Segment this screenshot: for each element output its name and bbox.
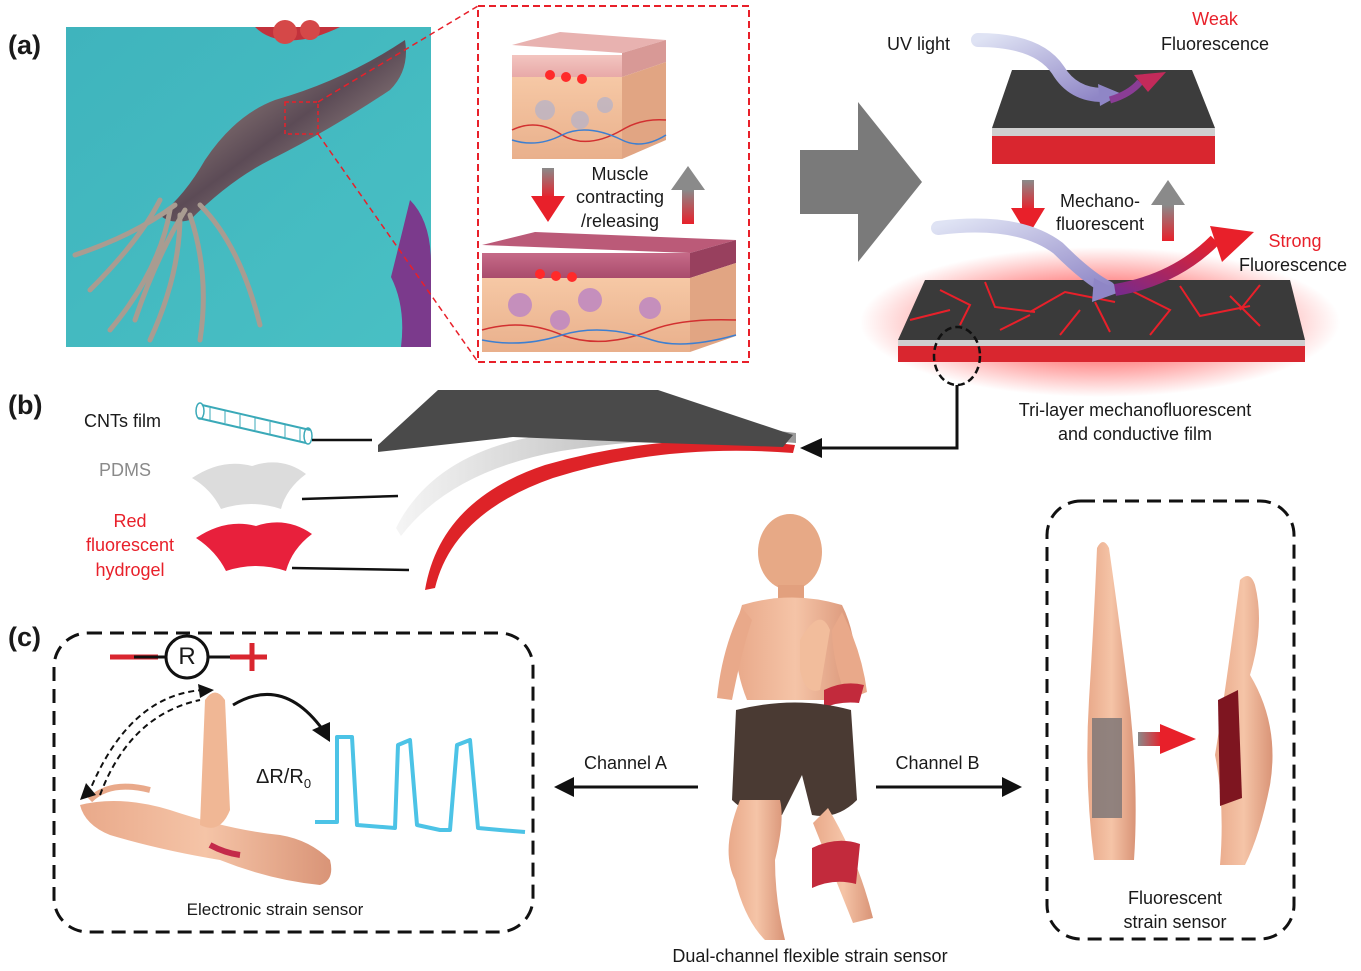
fluorescent-box <box>1045 499 1296 941</box>
muscle-label-3: /releasing <box>580 211 660 231</box>
muscle-label-1: Muscle <box>591 164 649 184</box>
squid-photo <box>66 5 479 363</box>
panel-a-label: (a) <box>8 30 41 60</box>
delta-r-subscript: 0 <box>303 776 312 791</box>
channel-b-label: Channel B <box>895 753 980 773</box>
cnt-tube-icon <box>195 402 313 445</box>
resistor-icon <box>110 634 267 680</box>
muscle-label-2: contracting <box>575 187 665 207</box>
hydrogel-sheet-icon <box>196 522 312 571</box>
strong-label: Strong <box>1268 231 1322 251</box>
film-block-icon <box>800 33 1340 458</box>
uv-light-label: UV light <box>887 34 951 54</box>
hydrogel-label-2: fluorescent <box>85 535 175 555</box>
mechano-label-1: Mechano- <box>1059 191 1141 211</box>
curved-trilayer-film <box>378 390 796 590</box>
fluorescence-label-1: Fluorescence <box>1160 34 1270 54</box>
hydrogel-label-3: hydrogel <box>95 560 165 580</box>
cnts-label: CNTs film <box>84 411 161 431</box>
film-caption-1: Tri-layer mechanofluorescent <box>1018 400 1252 420</box>
pdms-label: PDMS <box>99 460 152 480</box>
skin-block-icon <box>481 32 737 352</box>
contract-arrows <box>531 166 705 224</box>
fluorescence-label-2: Fluorescence <box>1238 255 1348 275</box>
pdms-sheet-icon <box>192 462 306 509</box>
big-grey-arrow <box>800 102 922 262</box>
resistor-label: R <box>178 643 196 670</box>
resistance-signal <box>315 735 526 834</box>
arm-icon <box>80 692 332 885</box>
fluor-arm-icon <box>1087 542 1273 865</box>
delta-r-text: ΔR/R <box>256 766 304 788</box>
panel-b-label: (b) <box>8 390 43 420</box>
channel-a-label: Channel A <box>583 753 668 773</box>
human-figure-icon <box>717 514 873 940</box>
fluor-caption-2: strain sensor <box>1123 912 1227 932</box>
delta-r-label: ΔR/R0 <box>256 766 311 792</box>
zoom-box <box>477 5 750 363</box>
panel-c-label: (c) <box>8 622 41 652</box>
hydrogel-label-1: Red <box>113 511 147 531</box>
film-caption-2: and conductive film <box>1057 424 1213 444</box>
electronic-box <box>52 631 535 934</box>
mechano-label-2: fluorescent <box>1055 214 1145 234</box>
electronic-caption: Electronic strain sensor <box>186 900 364 919</box>
fluor-caption-1: Fluorescent <box>1127 888 1223 908</box>
dual-channel-caption: Dual-channel flexible strain sensor <box>672 946 948 966</box>
weak-label: Weak <box>1192 9 1238 29</box>
